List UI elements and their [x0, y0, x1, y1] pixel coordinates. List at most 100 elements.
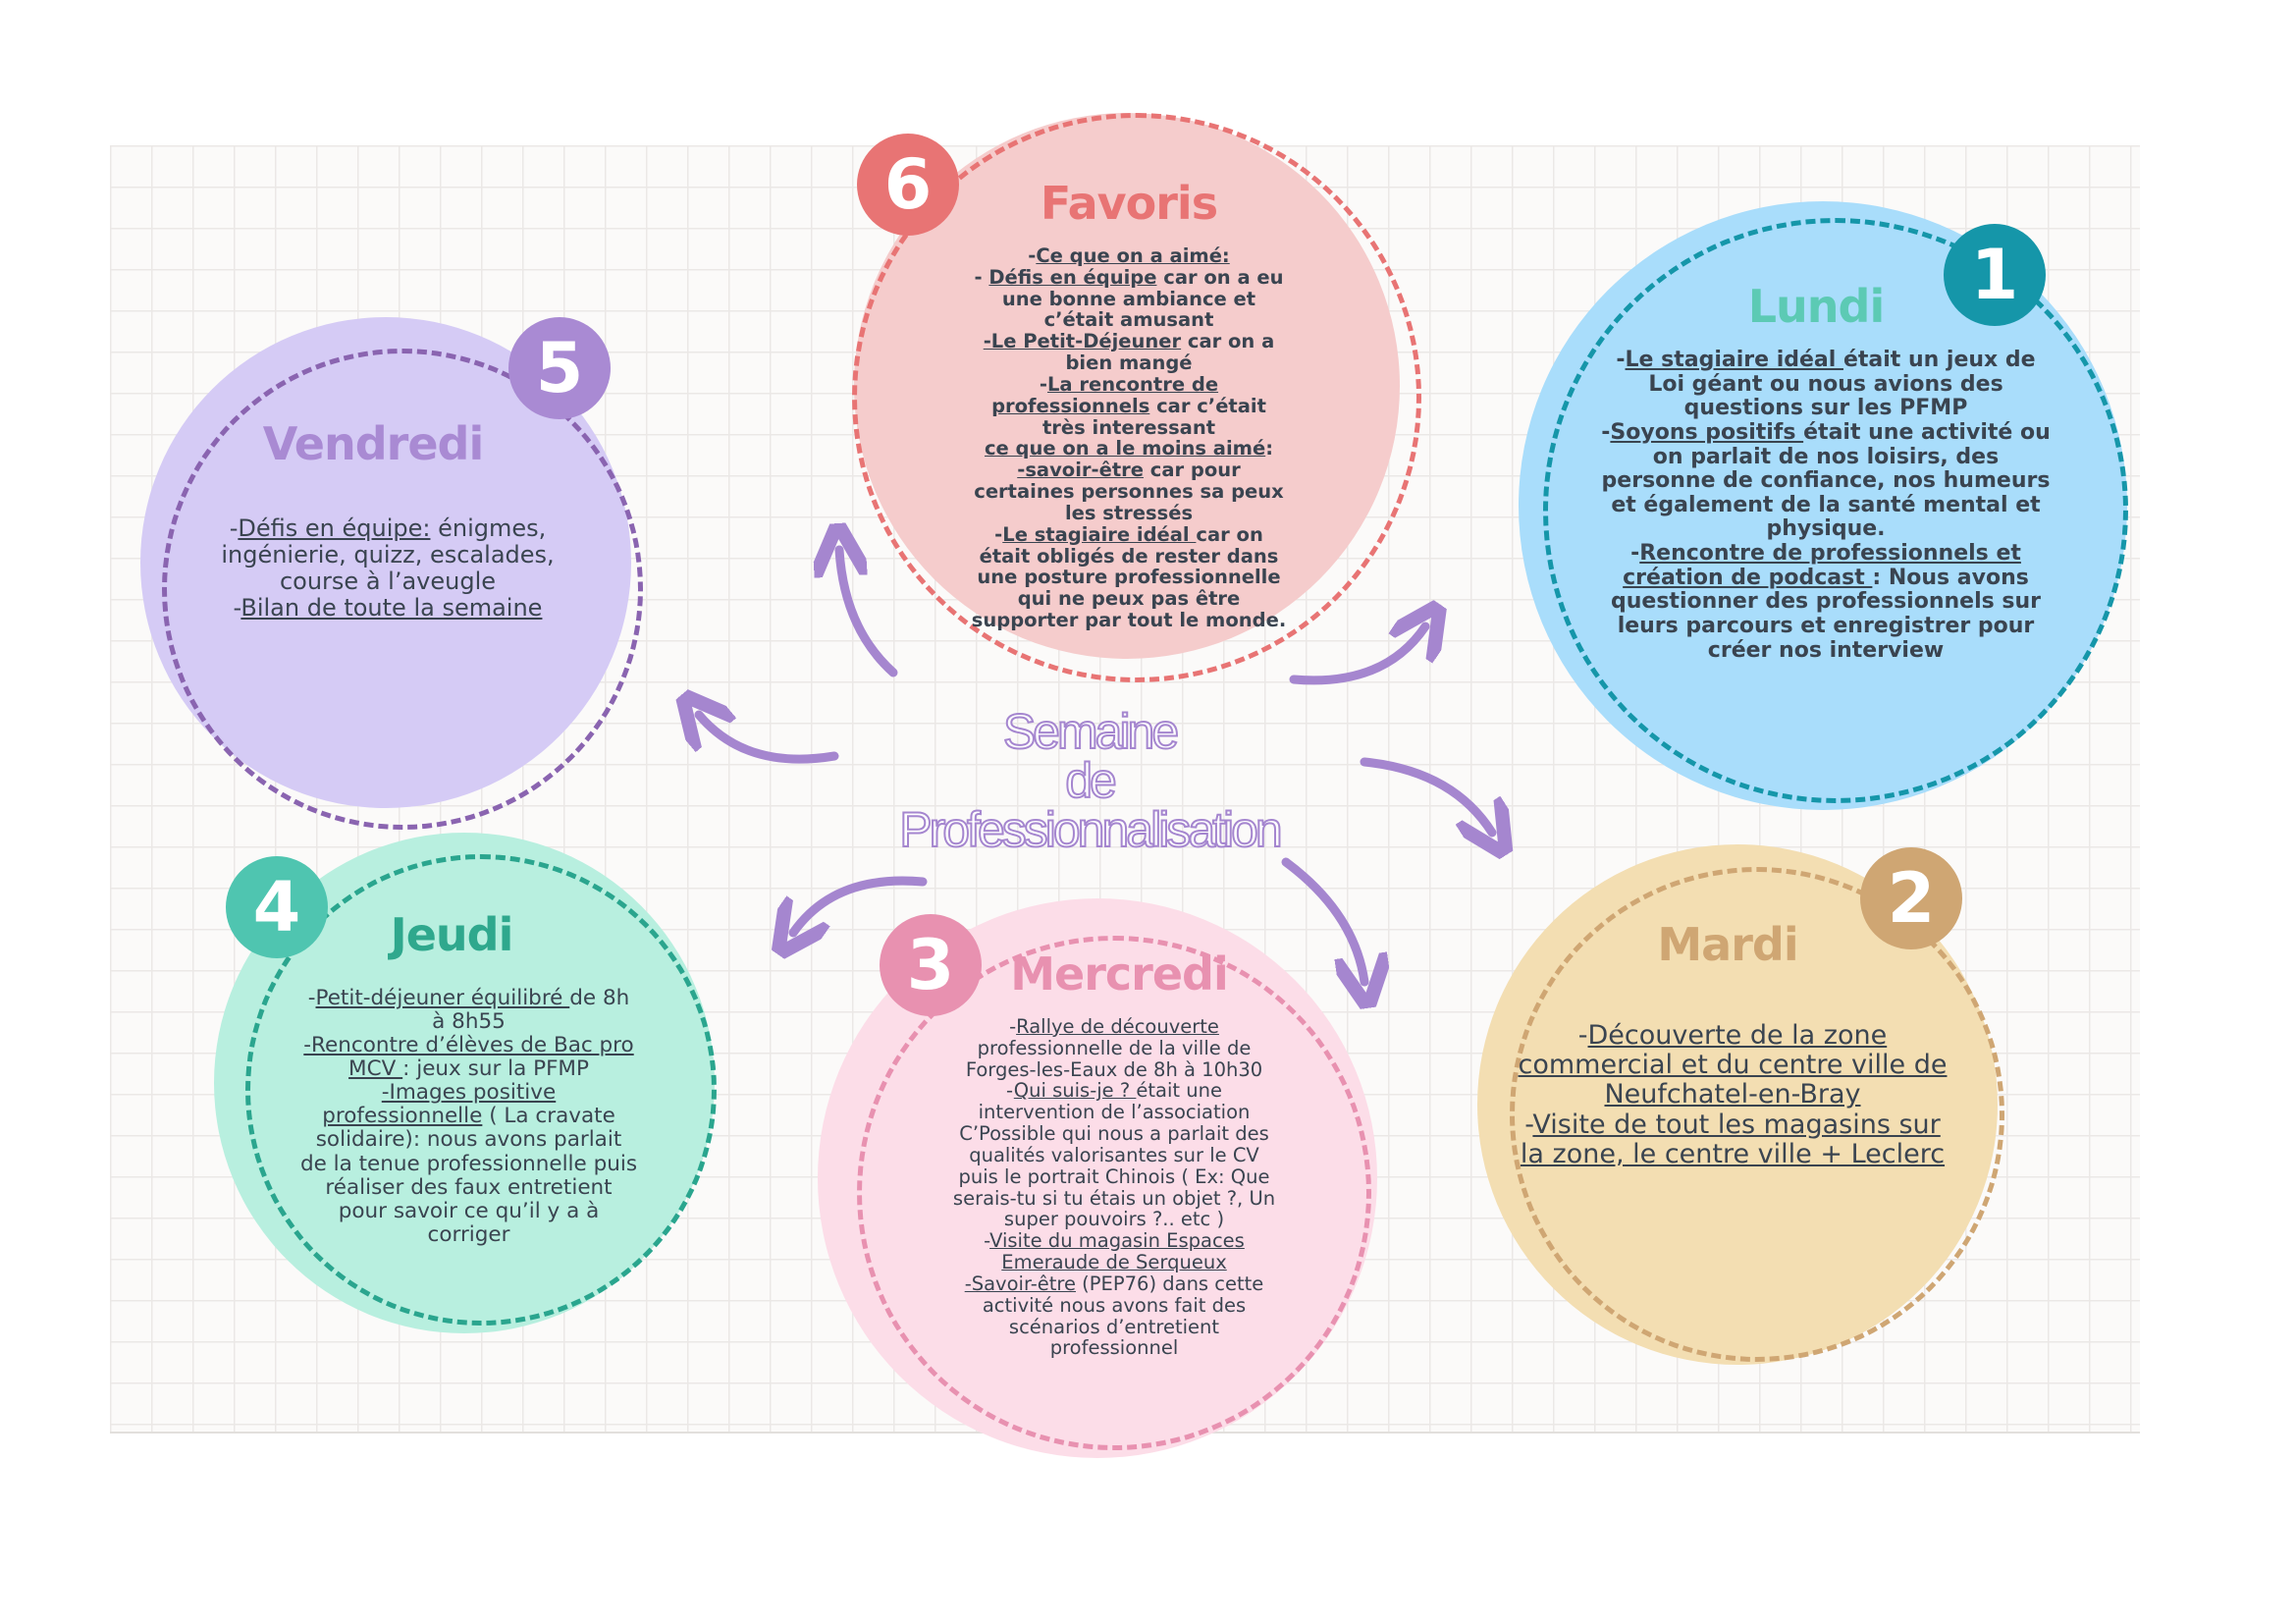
text-segment: énigmes, ingénierie, quizz, escalades, c… [221, 514, 555, 595]
description-paragraph: -Visite du magasin Espaces Emeraude de S… [947, 1230, 1281, 1273]
text-segment: ( La cravate solidaire): nous avons parl… [299, 1104, 638, 1247]
center-title-line: Professionnalisation [898, 802, 1284, 857]
underlined-activity-name: -Savoir-être [964, 1272, 1076, 1295]
underlined-activity-name: La rencontre de professionnels [991, 372, 1219, 417]
lundi-description: -Le stagiaire idéal était un jeux de Loi… [1595, 348, 2056, 663]
description-paragraph: -Bilan de toute la semaine [201, 593, 574, 622]
underlined-activity-name: Défis en équipe [988, 265, 1157, 289]
text-segment: - [1630, 541, 1640, 566]
description-paragraph: -La rencontre de professionnels car c’ét… [967, 374, 1291, 438]
vendredi-description: -Défis en équipe: énigmes, ingénierie, q… [201, 515, 574, 622]
favoris-number-badge: 6 [857, 134, 959, 236]
description-paragraph: -Ce que on a aimé: [967, 245, 1291, 267]
jeudi-description: -Petit-déjeuner équilibré de 8h à 8h55-R… [299, 986, 638, 1247]
jeudi-dashed-ring [245, 854, 717, 1326]
arrow-to-jeudi [793, 876, 928, 933]
arrow-to-mardi [1360, 757, 1492, 833]
underlined-activity-name: -Images positive professionnelle [322, 1080, 557, 1129]
mercredi-dashed-ring [857, 936, 1371, 1450]
text-segment: professionnelle de la ville de Forges-le… [965, 1036, 1263, 1081]
underlined-activity-name: Le stagiaire idéal [1002, 522, 1197, 546]
description-paragraph: -savoir-être car pour certaines personne… [967, 460, 1291, 523]
text-segment: : jeux sur la PFMP [402, 1056, 589, 1082]
text-segment: - [229, 514, 239, 542]
description-paragraph: -Le stagiaire idéal était un jeux de Loi… [1595, 348, 2056, 421]
description-paragraph: -Visite de tout les magasins sur la zone… [1517, 1110, 1949, 1169]
text-segment: était une intervention de l’association … [952, 1079, 1276, 1231]
underlined-activity-name: Petit-déjeuner équilibré [315, 986, 570, 1010]
favoris-description: -Ce que on a aimé:- Défis en équipe car … [967, 245, 1291, 631]
mardi-description: -Découverte de la zone commercial et du … [1517, 1020, 1949, 1169]
description-paragraph: -Le Petit-Déjeuner car on a bien mangé [967, 331, 1291, 374]
underlined-activity-name: -Rencontre d’élèves de Bac pro MCV [303, 1033, 634, 1082]
underlined-activity-name: Qui suis-je ? [1013, 1079, 1137, 1103]
underlined-activity-name: Visite du magasin Espaces Emeraude de Se… [989, 1229, 1245, 1274]
center-title-line: de [1064, 753, 1118, 808]
arrow-to-mercredi [1281, 857, 1364, 982]
mercredi-title: Mercredi [1010, 947, 1229, 1001]
underlined-activity-name: ce que on a le moins aimé [984, 437, 1266, 460]
jeudi-number-badge: 4 [226, 856, 328, 958]
text-segment: - [994, 522, 1003, 546]
description-paragraph: -Rencontre de professionnels et création… [1595, 541, 2056, 663]
text-segment: car on a eu une bonne ambiance et c’étai… [1001, 265, 1284, 332]
underlined-activity-name: Soyons positifs [1610, 419, 1804, 445]
description-paragraph: - Défis en équipe car on a eu une bonne … [967, 265, 1291, 332]
text-segment: : [1265, 437, 1274, 460]
text-segment: - [1616, 348, 1626, 372]
text-segment: - [1601, 419, 1611, 445]
underlined-activity-name: Le stagiaire idéal [1625, 348, 1843, 372]
lundi-title: Lundi [1747, 280, 1886, 333]
mercredi-number-badge: 3 [880, 914, 982, 1016]
vendredi-title: Vendredi [262, 417, 485, 470]
underlined-activity-name: Ce que on a aimé: [1036, 244, 1230, 267]
description-paragraph: -Images positive professionnelle ( La cr… [299, 1081, 638, 1247]
lundi-dashed-ring [1543, 218, 2128, 803]
mardi-title: Mardi [1657, 918, 1798, 971]
arrow-to-vendredi [699, 715, 839, 764]
underlined-activity-name: -savoir-être [1017, 459, 1144, 482]
vendredi-dashed-ring [162, 349, 643, 830]
text-segment: : Nous avons questionner des professionn… [1611, 565, 2041, 663]
description-paragraph: -Savoir-être (PEP76) dans cette activité… [947, 1272, 1281, 1360]
text-segment: était une activité ou on parlait de nos … [1601, 419, 2051, 542]
lundi-number-badge: 1 [1944, 224, 2046, 326]
jeudi-title: Jeudi [390, 908, 514, 961]
underlined-activity-name: Découverte de la zone commercial et du c… [1518, 1020, 1948, 1110]
text-segment: car c’était très interessant [1041, 394, 1266, 439]
text-segment: - [233, 593, 241, 622]
underlined-activity-name: -Le Petit-Déjeuner [983, 330, 1182, 353]
text-segment: - [1009, 1015, 1017, 1038]
text-segment: - [307, 986, 316, 1010]
description-paragraph: -Découverte de la zone commercial et du … [1517, 1020, 1949, 1110]
description-paragraph: -Défis en équipe: énigmes, ingénierie, q… [201, 515, 574, 595]
underlined-activity-name: Visite de tout les magasins sur la zone,… [1520, 1109, 1946, 1169]
text-segment: - [1039, 372, 1047, 396]
description-paragraph: -Petit-déjeuner équilibré de 8h à 8h55 [299, 986, 638, 1035]
arrow-to-lundi [1289, 626, 1425, 685]
text-segment: - [1577, 1020, 1588, 1051]
text-segment: car pour certaines personnes sa peux les… [974, 459, 1284, 524]
description-paragraph: -Le stagiaire idéal car on était obligés… [967, 522, 1291, 631]
description-paragraph: -Soyons positifs était une activité ou o… [1595, 419, 2056, 542]
description-paragraph: -Qui suis-je ? était une intervention de… [947, 1080, 1281, 1230]
text-segment: de 8h à 8h55 [432, 986, 630, 1035]
description-paragraph: -Rencontre d’élèves de Bac pro MCV : jeu… [299, 1034, 638, 1081]
text-segment: - [1028, 244, 1037, 267]
underlined-activity-name: Rencontre de professionnels et création … [1623, 541, 2021, 590]
underlined-activity-name: Rallye de découverte [1016, 1015, 1219, 1038]
text-segment: (PEP76) dans cette activité nous avons f… [982, 1272, 1264, 1360]
underlined-activity-name: Bilan de toute la semaine [240, 593, 543, 622]
description-paragraph: -Rallye de découverte professionnelle de… [947, 1016, 1281, 1080]
center-title-line: Semaine [1002, 704, 1180, 759]
description-paragraph: ce que on a le moins aimé: [967, 438, 1291, 460]
text-segment: - [1524, 1109, 1533, 1140]
favoris-dashed-ring [852, 113, 1421, 682]
mardi-dashed-ring [1510, 867, 2004, 1362]
mercredi-description: -Rallye de découverte professionnelle de… [947, 1016, 1281, 1359]
text-segment: - [1006, 1079, 1014, 1103]
arrow-to-favoris [839, 550, 898, 677]
text-segment: - [984, 1229, 990, 1253]
center-title: Semaine de Professionnalisation [864, 704, 1315, 857]
